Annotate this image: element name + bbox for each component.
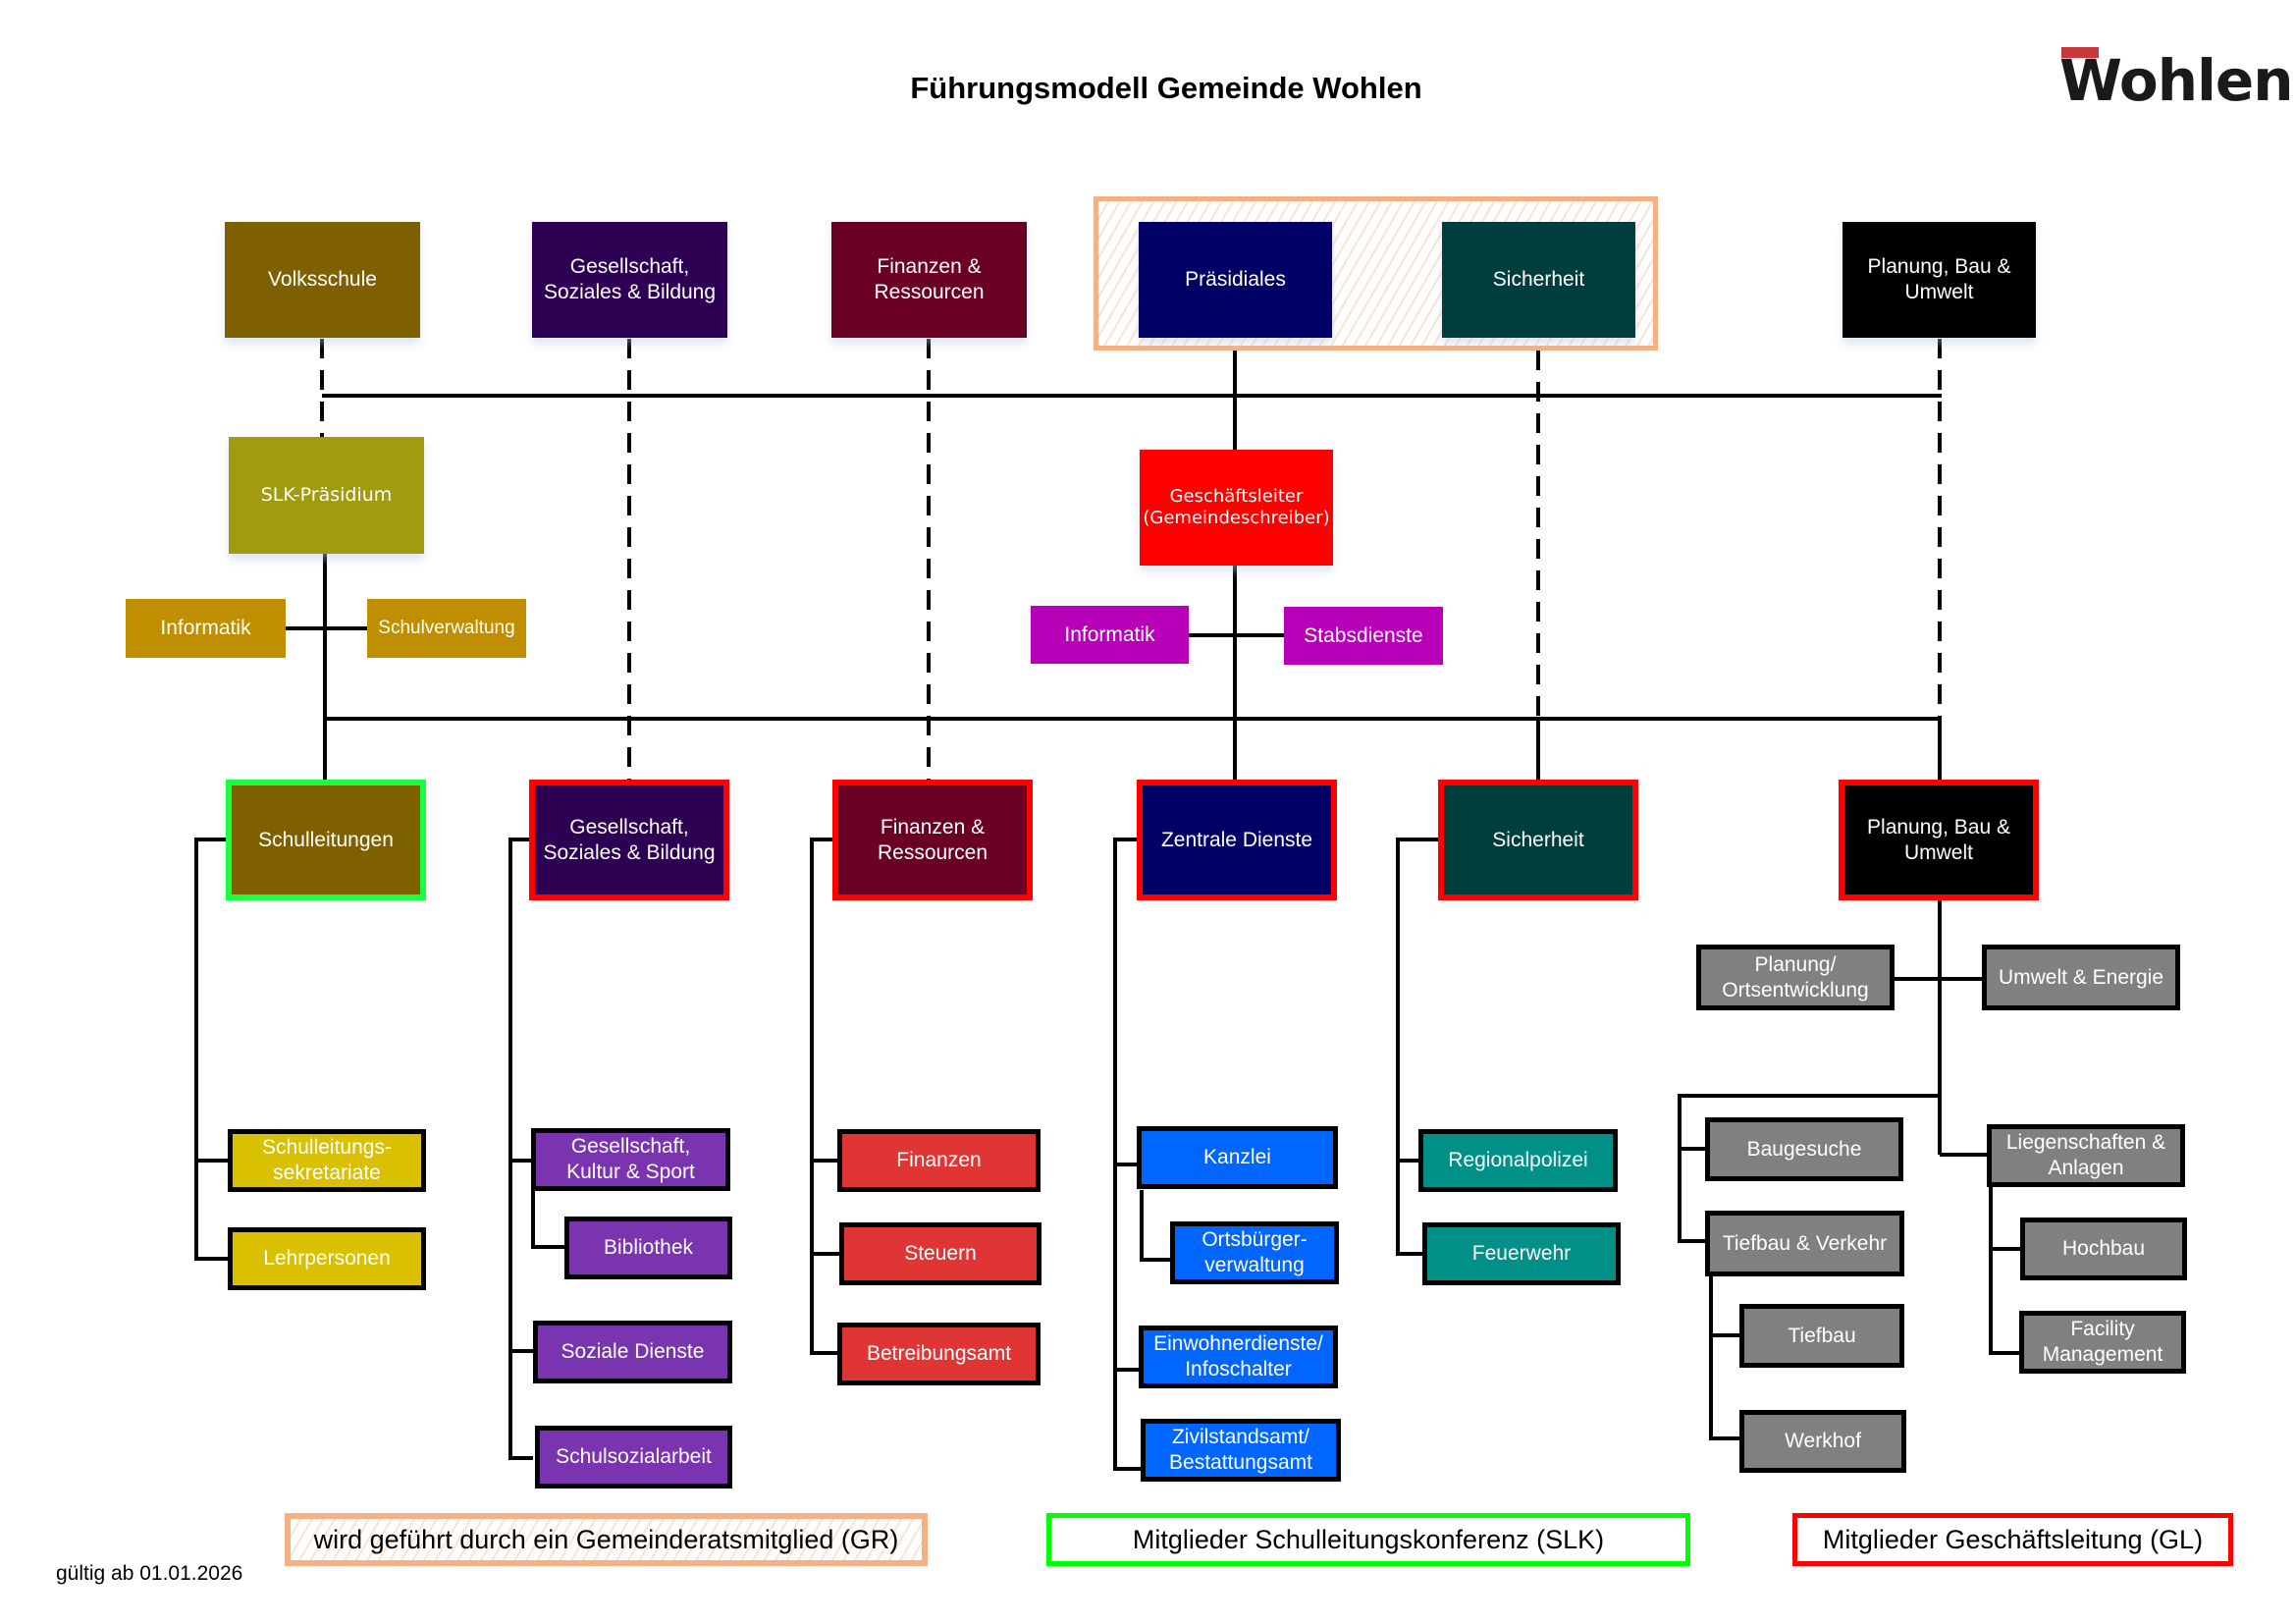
unit-zivilstandsamt[interactable]: Zivilstandsamt/ Bestattungsamt bbox=[1141, 1419, 1341, 1482]
unit-betreibungsamt[interactable]: Betreibungsamt bbox=[837, 1323, 1041, 1385]
unit-facility-management[interactable]: Facility Management bbox=[2019, 1311, 2186, 1374]
unit-einwohnerdienste[interactable]: Einwohnerdienste/ Infoschalter bbox=[1139, 1326, 1338, 1388]
dept-finanzen[interactable]: Finanzen & Ressourcen bbox=[832, 780, 1033, 900]
top-sicherheit[interactable]: Sicherheit bbox=[1442, 222, 1635, 338]
unit-ortsbuergerverwaltung[interactable]: Ortsbürger- verwaltung bbox=[1170, 1221, 1339, 1284]
slk-informatik[interactable]: Informatik bbox=[126, 599, 286, 658]
unit-lehrpersonen[interactable]: Lehrpersonen bbox=[228, 1227, 426, 1290]
unit-planung-ortsentwicklung[interactable]: Planung/ Ortsentwicklung bbox=[1696, 945, 1895, 1010]
unit-soziale-dienste[interactable]: Soziale Dienste bbox=[533, 1321, 732, 1383]
unit-tiefbau-verkehr[interactable]: Tiefbau & Verkehr bbox=[1705, 1211, 1904, 1276]
unit-schulsozialarbeit[interactable]: Schulsozialarbeit bbox=[535, 1426, 732, 1489]
unit-liegenschaften-anlagen[interactable]: Liegenschaften & Anlagen bbox=[1987, 1124, 2185, 1187]
unit-werkhof[interactable]: Werkhof bbox=[1739, 1410, 1906, 1473]
unit-finanzen[interactable]: Finanzen bbox=[837, 1129, 1041, 1192]
top-volksschule[interactable]: Volksschule bbox=[225, 222, 420, 338]
unit-schulleitungssekretariate[interactable]: Schulleitungs- sekretariate bbox=[228, 1129, 426, 1192]
top-gesellschaft[interactable]: Gesellschaft, Soziales & Bildung bbox=[532, 222, 727, 338]
schulverwaltung[interactable]: Schulverwaltung bbox=[367, 599, 526, 658]
logo-text: Wohlen bbox=[2059, 47, 2294, 114]
legend-slk: Mitglieder Schulleitungskonferenz (SLK) bbox=[1046, 1513, 1690, 1566]
top-finanzen[interactable]: Finanzen & Ressourcen bbox=[831, 222, 1027, 338]
unit-steuern[interactable]: Steuern bbox=[839, 1222, 1041, 1285]
page-title: Führungsmodell Gemeinde Wohlen bbox=[910, 71, 1422, 105]
dept-schulleitungen[interactable]: Schulleitungen bbox=[226, 780, 426, 900]
dept-sicherheit[interactable]: Sicherheit bbox=[1438, 780, 1638, 900]
unit-regionalpolizei[interactable]: Regionalpolizei bbox=[1418, 1129, 1618, 1192]
legend-gl: Mitglieder Geschäftsleitung (GL) bbox=[1792, 1513, 2233, 1566]
unit-feuerwehr[interactable]: Feuerwehr bbox=[1422, 1222, 1621, 1285]
top-planung[interactable]: Planung, Bau & Umwelt bbox=[1842, 222, 2036, 338]
top-praesidiales[interactable]: Präsidiales bbox=[1139, 222, 1332, 338]
gl-informatik[interactable]: Informatik bbox=[1031, 606, 1189, 664]
unit-kanzlei[interactable]: Kanzlei bbox=[1137, 1126, 1338, 1189]
unit-tiefbau[interactable]: Tiefbau bbox=[1739, 1304, 1904, 1368]
unit-baugesuche[interactable]: Baugesuche bbox=[1705, 1117, 1903, 1181]
wohlen-logo: Wohlen bbox=[2059, 47, 2294, 112]
valid-from-note: gültig ab 01.01.2026 bbox=[56, 1562, 243, 1585]
dept-zentrale-dienste[interactable]: Zentrale Dienste bbox=[1137, 780, 1337, 900]
dept-planung[interactable]: Planung, Bau & Umwelt bbox=[1839, 780, 2039, 900]
unit-bibliothek[interactable]: Bibliothek bbox=[564, 1217, 732, 1279]
slk-praesidium[interactable]: SLK-Präsidium bbox=[229, 437, 424, 554]
dept-gesellschaft[interactable]: Gesellschaft, Soziales & Bildung bbox=[529, 780, 729, 900]
legend-gr: wird geführt durch ein Gemeinderatsmitgl… bbox=[285, 1513, 928, 1566]
logo-accent-bar bbox=[2061, 47, 2099, 58]
unit-umwelt-energie[interactable]: Umwelt & Energie bbox=[1982, 945, 2180, 1010]
unit-gesellschaft-kultur-sport[interactable]: Gesellschaft, Kultur & Sport bbox=[531, 1128, 730, 1191]
unit-hochbau[interactable]: Hochbau bbox=[2020, 1218, 2187, 1280]
geschaeftsleiter[interactable]: Geschäftsleiter (Gemeindeschreiber) bbox=[1140, 450, 1333, 566]
stabsdienste[interactable]: Stabsdienste bbox=[1284, 607, 1443, 665]
